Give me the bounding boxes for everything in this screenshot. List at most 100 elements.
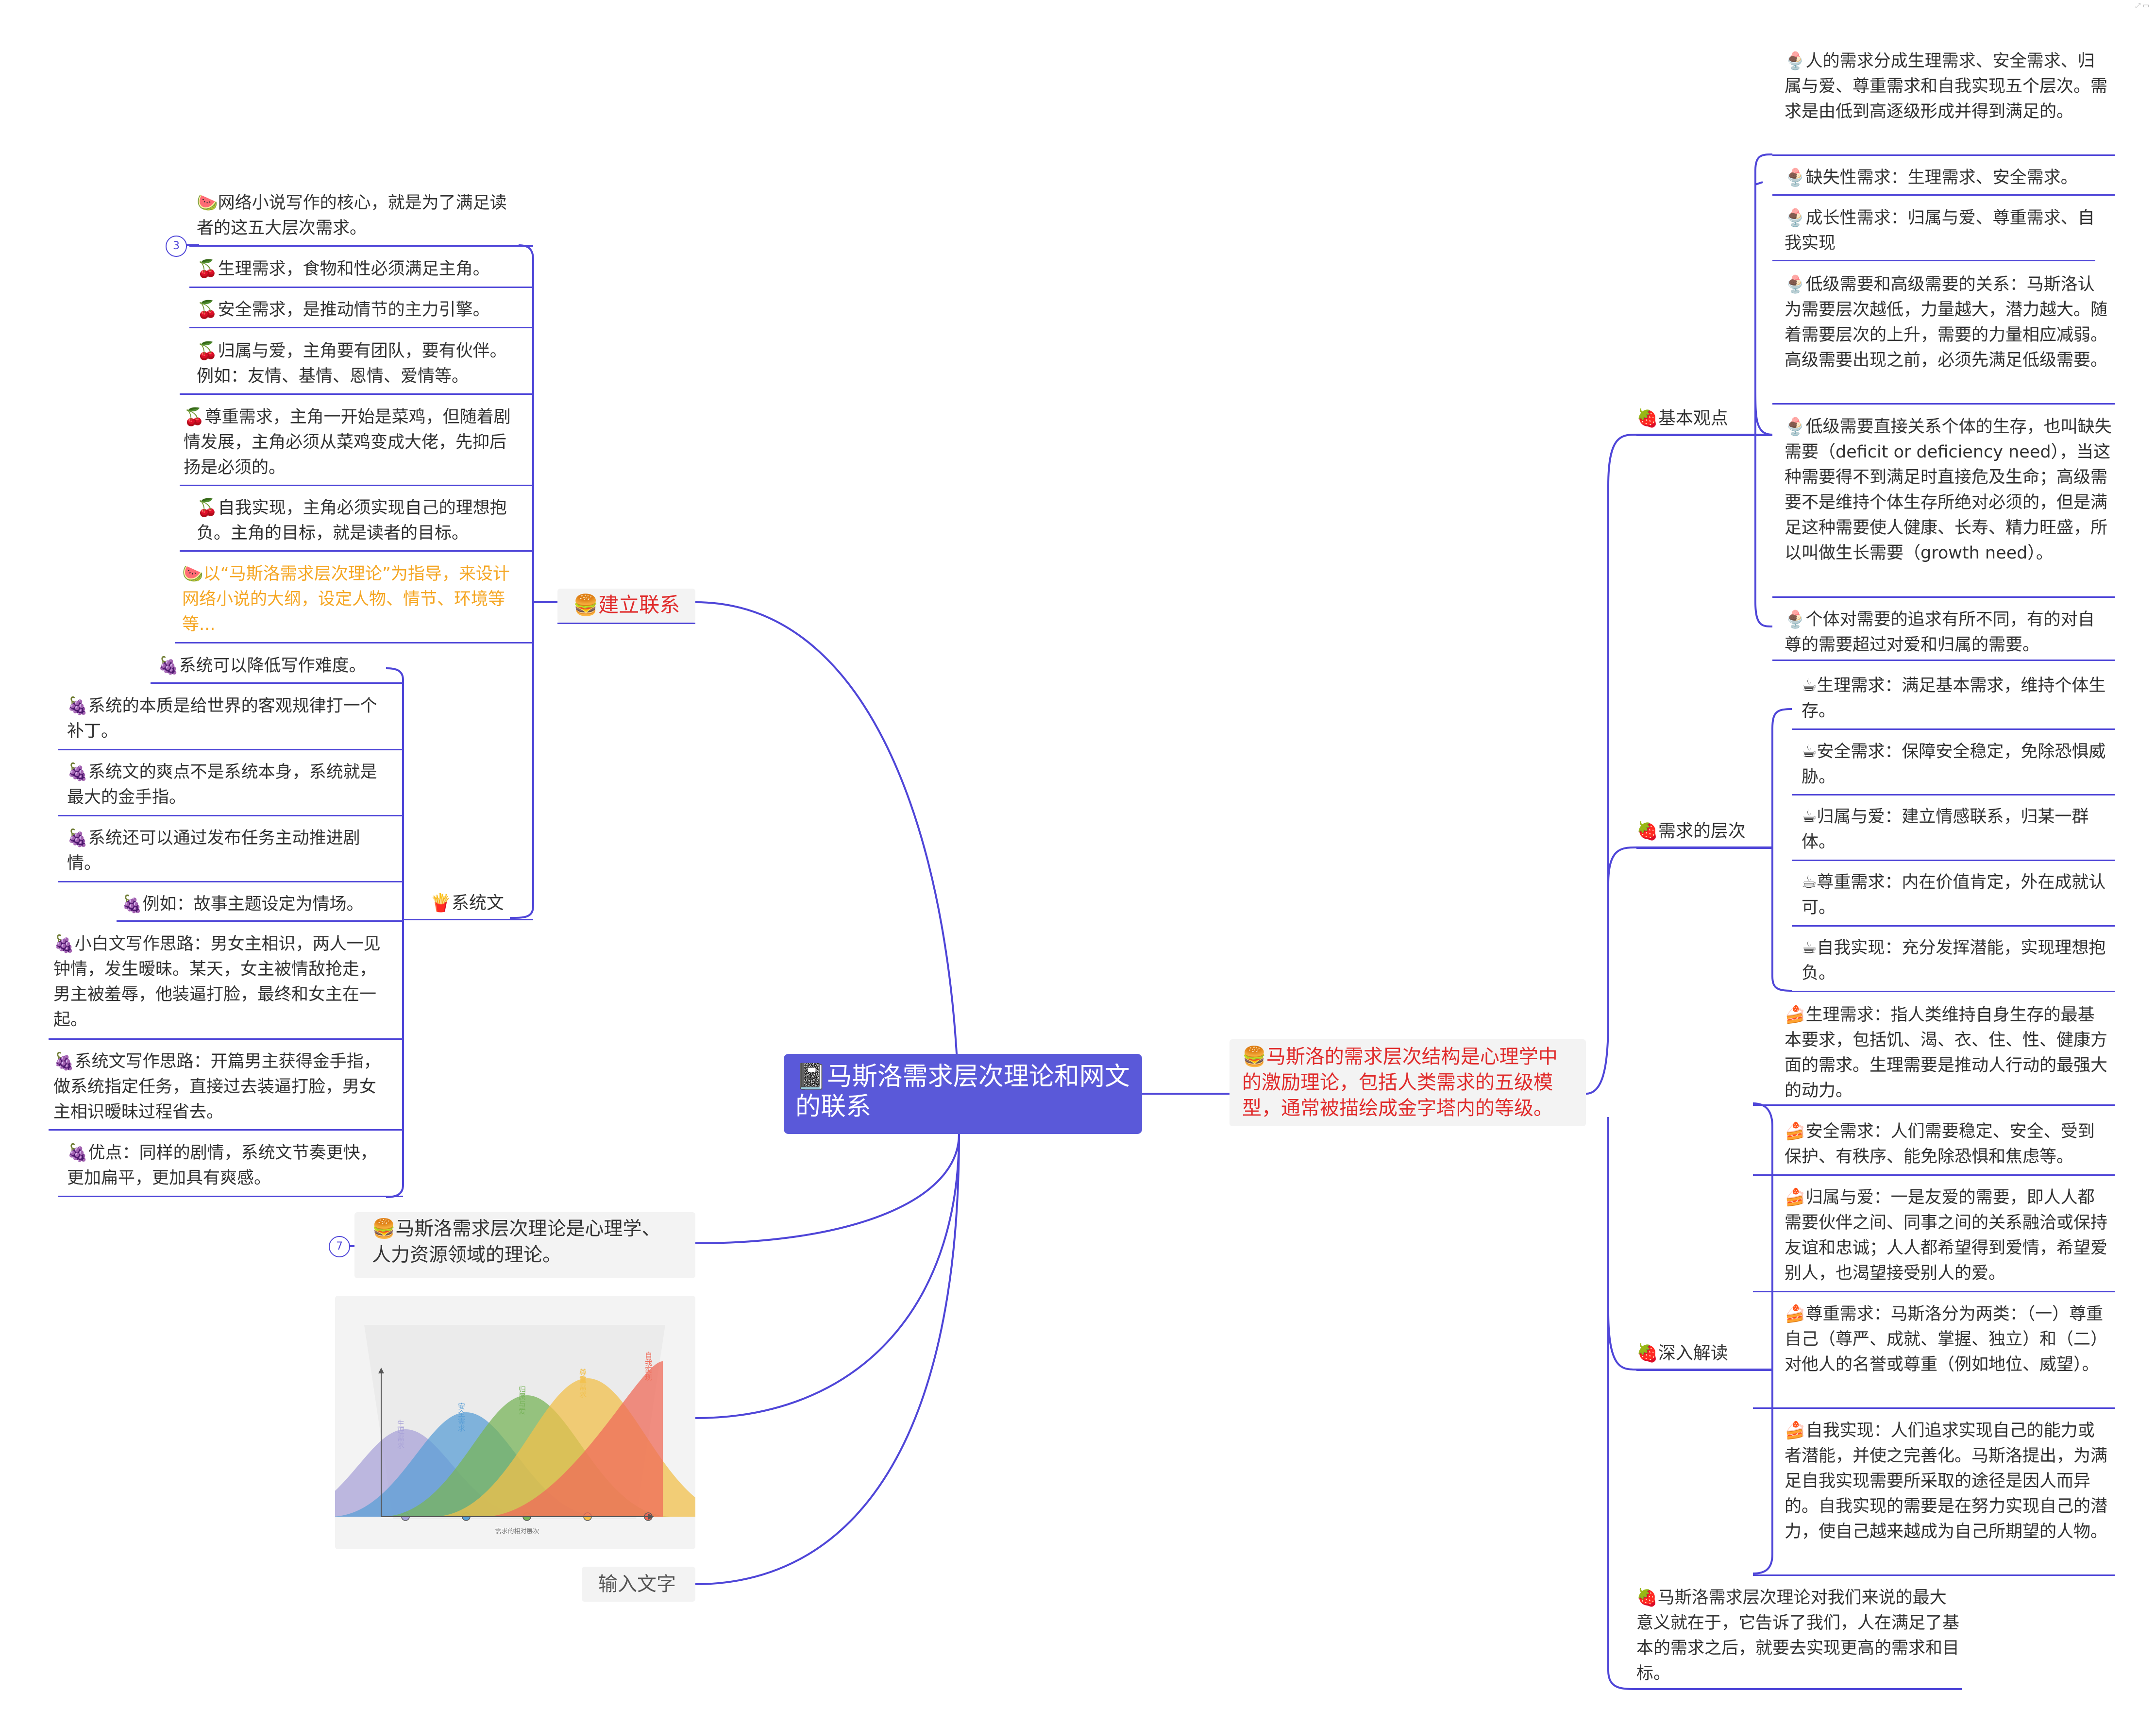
series-label: 安全需求 (457, 1403, 466, 1432)
system-item[interactable]: 🍇系统还可以通过发布任务主动推进剧情。 (67, 829, 360, 873)
basic-view-item[interactable]: 🍨成长性需求：归属与爱、尊重需求、自我实现 (1785, 208, 2095, 253)
connect-item[interactable]: 🍒自我实现，主角必须实现自己的理想抱负。主角的目标，就是读者的目标。 (197, 498, 507, 543)
underline (1753, 1104, 2115, 1106)
needs-chart-image[interactable]: 生理需求 安全需求 归属与爱 尊重需求 自我实现需求的相对层次 (279, 1296, 743, 1549)
deep-item[interactable]: 🍰安全需求：人们需要稳定、安全、受到保护、有秩序、能免除恐惧和焦虑等。 (1785, 1122, 2095, 1167)
system-label[interactable]: 🍟系统文 (430, 893, 504, 913)
root-title: 马斯洛需求层次理论和网文的联系 (795, 1062, 1130, 1121)
input-text-placeholder: 输入文字 (598, 1573, 676, 1595)
underline (180, 485, 533, 486)
notebook-icon: 📓 (795, 1062, 827, 1091)
underline (1772, 403, 2115, 405)
system-item[interactable]: 🍇系统文写作思路：开篇男主获得金手指，做系统指定任务，直接过去装逼打脸，男女主相… (53, 1052, 381, 1122)
build-connection-label: 🍔建立联系 (573, 593, 680, 617)
underline (1772, 596, 2115, 598)
underline (1753, 1407, 2115, 1409)
system-item[interactable]: 🍇系统可以降低写作难度。 (158, 656, 366, 676)
deep-item[interactable]: 🍰归属与爱：一是友爱的需要，即人人都需要伙伴之间、同事之间的关系融洽或保持友谊和… (1785, 1188, 2108, 1283)
levels-label[interactable]: 🍓需求的层次 (1636, 821, 1746, 841)
underline (58, 1196, 403, 1197)
underline (180, 550, 533, 552)
level-item[interactable]: ☕安全需求：保障安全稳定，免除恐惧威胁。 (1802, 742, 2106, 787)
system-item[interactable]: 🍇系统的本质是给世界的客观规律打一个补丁。 (67, 696, 377, 741)
underline (189, 327, 533, 328)
maslow-summary-text: 马斯洛的需求层次结构是心理学中的激励理论，包括人类需求的五级模型，通常被描绘成金… (1242, 1046, 1558, 1119)
deep-item[interactable]: 🍰尊重需求：马斯洛分为两类：（一）尊重自己（尊严、成就、掌握、独立）和（二）对他… (1785, 1304, 2108, 1374)
basic-view-item[interactable]: 🍨低级需要直接关系个体的生存，也叫缺失需要（deficit or deficie… (1785, 417, 2112, 563)
system-item[interactable]: 🍇系统文的爽点不是系统本身，系统就是最大的金手指。 (67, 762, 377, 807)
system-item[interactable]: 🍇例如：故事主题设定为情场。 (121, 895, 364, 914)
underline (175, 642, 533, 643)
series-label: 自我实现 (644, 1352, 653, 1381)
x-axis-label: 需求的相对层次 (495, 1527, 539, 1535)
underline (1792, 925, 2115, 927)
level-item[interactable]: ☕生理需求：满足基本需求，维持个体生存。 (1802, 676, 2106, 721)
basic-view-label[interactable]: 🍓基本观点 (1636, 408, 1728, 428)
series-area-5 (483, 1361, 663, 1517)
system-item[interactable]: 🍇优点：同样的剧情，系统文节奏更快，更加扁平，更加具有爽感。 (67, 1143, 377, 1188)
underline (58, 881, 403, 882)
fullscreen-icon[interactable]: ⤢ ▭ (2135, 2, 2149, 10)
underline (189, 245, 533, 247)
connect-item[interactable]: 🍒安全需求，是推动情节的主力引擎。 (197, 300, 490, 320)
underline (1753, 1174, 2115, 1176)
collapsed-count-badge[interactable]: 3 (166, 236, 187, 257)
root-topic[interactable]: 📓马斯洛需求层次理论和网文的联系 (784, 1054, 1142, 1134)
underline (58, 749, 403, 750)
x-axis-arrow (648, 1514, 654, 1520)
collapsed-count-badge[interactable]: 7 (329, 1236, 350, 1257)
basic-view-item[interactable]: 🍨个体对需要的追求有所不同，有的对自尊的需要超过对爱和归属的需要。 (1785, 610, 2095, 655)
underline (1792, 794, 2115, 795)
y-axis-arrow (378, 1368, 384, 1373)
theory-note-text: 🍔马斯洛需求层次理论是心理学、人力资源领域的理论。 (372, 1218, 661, 1266)
underline (189, 287, 533, 288)
underline (1772, 154, 2115, 156)
basic-view-item[interactable]: 🍨低级需要和高级需要的关系：马斯洛认为需要层次越低，力量越大，潜力越大。随着需要… (1785, 275, 2108, 370)
underline (1772, 260, 2095, 261)
level-item[interactable]: ☕自我实现：充分发挥潜能，实现理想抱负。 (1802, 938, 2106, 983)
underline (1636, 847, 1772, 849)
underline (1772, 194, 2115, 196)
underline (1792, 991, 2115, 992)
deep-label[interactable]: 🍓深入解读 (1636, 1343, 1728, 1363)
underline (1753, 1574, 2115, 1576)
deep-item[interactable]: 🍰生理需求：指人类维持自身生存的最基本要求，包括饥、渴、衣、住、性、健康方面的需… (1785, 1005, 2108, 1100)
underline (1753, 1291, 2115, 1292)
series-label: 归属与爱 (518, 1386, 526, 1415)
build-connection-topic[interactable]: 🍔建立联系 (557, 589, 695, 623)
basic-view-item[interactable]: 🍨人的需求分成生理需求、安全需求、归属与爱、尊重需求和自我实现五个层次。需求是由… (1785, 51, 2108, 121)
connect-item[interactable]: 🍉以“马斯洛需求层次理论”为指导，来设计网络小说的大纲，设定人物、情节、环境等等… (182, 564, 510, 634)
underline (49, 1038, 403, 1040)
underline (1636, 1370, 1772, 1371)
underline (58, 815, 403, 816)
underline (557, 623, 695, 624)
underline (1792, 860, 2115, 861)
connect-item[interactable]: 🍒生理需求，食物和性必须满足主角。 (197, 259, 490, 279)
burger-icon: 🍔 (1242, 1046, 1266, 1068)
level-item[interactable]: ☕尊重需求：内在价值肯定，外在成就认可。 (1802, 873, 2106, 917)
basic-view-item[interactable]: 🍨缺失性需求：生理需求、安全需求。 (1785, 168, 2078, 187)
underline (117, 920, 403, 922)
meaning-topic[interactable]: 🍓马斯洛需求层次理论对我们来说的最大意义就在于，它告诉了我们，人在满足了基本的需… (1636, 1588, 1960, 1683)
underline (1792, 728, 2115, 730)
theory-note-topic[interactable]: 🍔马斯洛需求层次理论是心理学、人力资源领域的理论。 (354, 1212, 695, 1278)
series-label: 生理需求 (396, 1420, 405, 1449)
series-area-4 (432, 1378, 743, 1517)
deep-item[interactable]: 🍰自我实现：人们追求实现自己的能力或者潜能，并使之完善化。马斯洛提出，为满足自我… (1785, 1421, 2108, 1541)
connect-item[interactable]: 🍉网络小说写作的核心，就是为了满足读者的这五大层次需求。 (197, 193, 507, 238)
connect-item[interactable]: 🍒尊重需求，主角一开始是菜鸡，但随着剧情发展，主角必须从菜鸡变成大佬，先抑后扬是… (184, 407, 511, 477)
connect-item[interactable]: 🍒归属与爱，主角要有团队，要有伙伴。例如：友情、基情、恩情、爱情等。 (197, 341, 507, 386)
underline (49, 1129, 403, 1131)
level-item[interactable]: ☕归属与爱：建立情感联系，归某一群体。 (1802, 807, 2089, 852)
input-text-node[interactable]: 输入文字 (582, 1567, 695, 1602)
underline (1636, 435, 1772, 436)
underline (151, 682, 403, 684)
underline (1772, 660, 2115, 661)
series-label: 尊重需求 (578, 1369, 587, 1398)
maslow-summary-topic[interactable]: 🍔马斯洛的需求层次结构是心理学中的激励理论，包括人类需求的五级模型，通常被描绘成… (1230, 1039, 1586, 1126)
system-item[interactable]: 🍇小白文写作思路：男女主相识，两人一见钟情，发生暧昧。某天，女主被情敌抢走，男主… (53, 934, 381, 1030)
underline (403, 919, 533, 920)
underline (180, 393, 533, 395)
